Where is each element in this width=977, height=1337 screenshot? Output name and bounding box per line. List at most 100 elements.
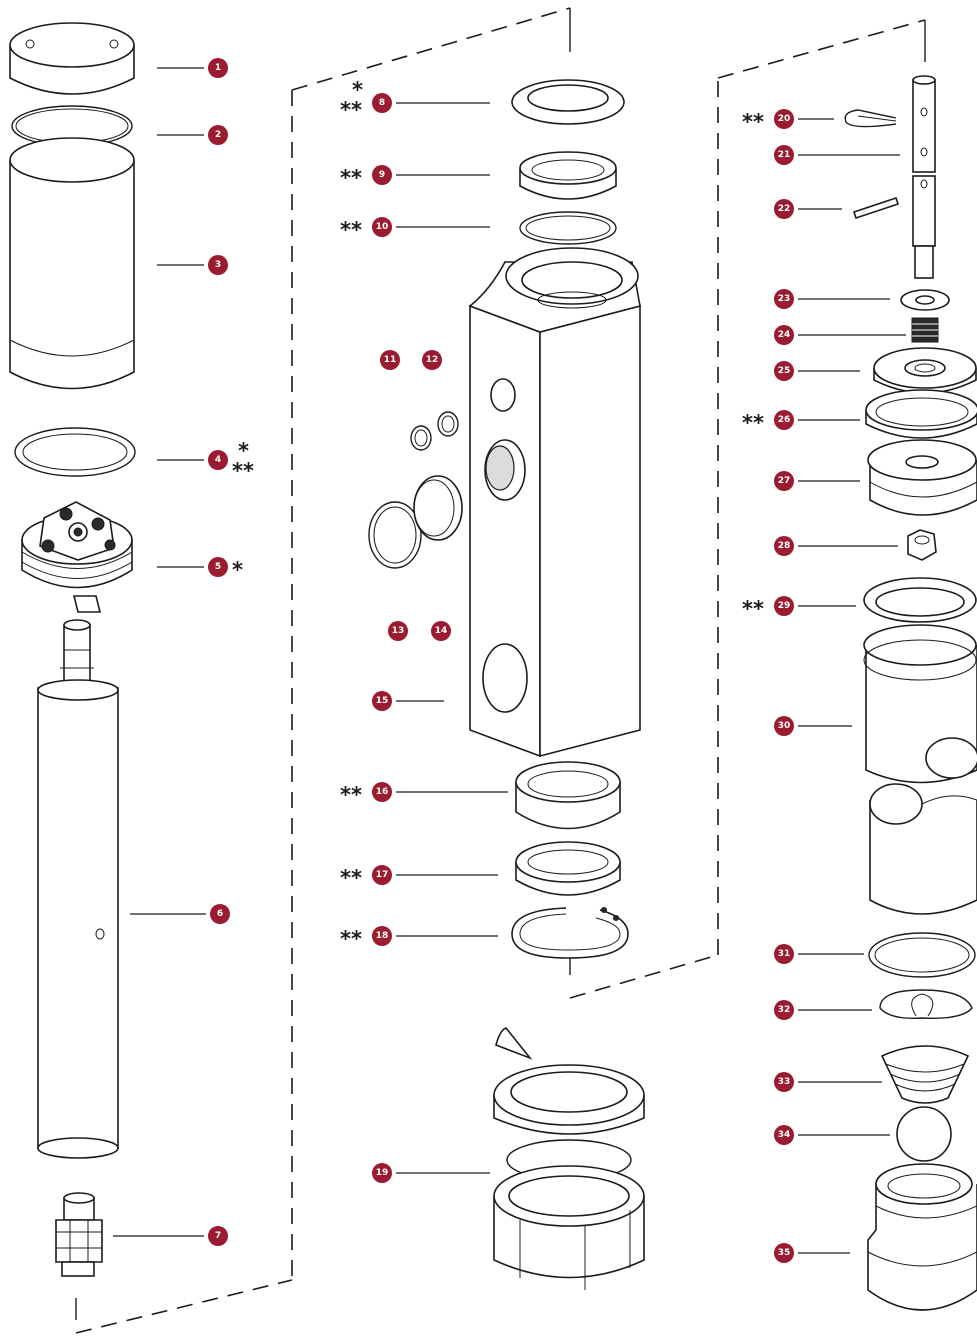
part-19-union-nut xyxy=(493,1027,645,1290)
callout-badge: 4 xyxy=(208,450,228,470)
callout-number: 21 xyxy=(778,150,791,160)
callout-4: 4*** xyxy=(157,439,254,483)
critical-part-marker: ** xyxy=(742,411,764,435)
critical-part-marker: ** xyxy=(340,866,362,890)
callout-19: 19 xyxy=(372,1163,490,1183)
part-23-washer xyxy=(900,289,950,311)
callout-number: 30 xyxy=(778,721,791,731)
part-5-valve-block xyxy=(21,501,133,613)
callout-badge: 6 xyxy=(210,904,230,924)
callout-number: 6 xyxy=(217,909,223,919)
callout-9: 9** xyxy=(340,165,490,190)
callout-badge: 2 xyxy=(208,125,228,145)
callout-11: 11 xyxy=(380,350,400,370)
callout-35: 35 xyxy=(774,1243,850,1263)
callout-badge: 32 xyxy=(774,1000,794,1020)
part-20-cotter-pin xyxy=(844,109,897,128)
part-4-gasket xyxy=(14,427,136,477)
callout-18: 18 ** xyxy=(340,926,498,951)
part-33-cone-spring xyxy=(880,1045,970,1104)
callout-badge: 23 xyxy=(774,289,794,309)
critical-part-marker: ** xyxy=(742,110,764,134)
critical-part-marker: ** xyxy=(340,218,362,242)
critical-part-marker: ** xyxy=(340,783,362,807)
callout-6: 6 xyxy=(130,904,230,924)
callout-number: 27 xyxy=(778,476,791,486)
callout-30: 30 xyxy=(774,716,852,736)
part-28-nut xyxy=(907,529,937,561)
callout-20: 20 ** xyxy=(742,109,834,134)
callout-badge: 5 xyxy=(208,557,228,577)
callout-number: 24 xyxy=(778,330,791,340)
callout-number: 32 xyxy=(778,1005,791,1015)
callout-15: 15 xyxy=(372,691,444,711)
part-25-valve-seat xyxy=(873,347,977,394)
callout-32: 32 xyxy=(774,1000,872,1020)
callout-badge: 28 xyxy=(774,536,794,556)
part-31-o-ring xyxy=(868,932,976,978)
callout-number: 20 xyxy=(778,114,791,124)
callout-number: 7 xyxy=(215,1231,221,1241)
callout-28: 28 xyxy=(774,536,898,556)
callout-number: 15 xyxy=(376,696,389,706)
callout-8: 8*** xyxy=(340,78,490,122)
critical-part-marker: ** xyxy=(340,98,362,122)
critical-part-marker: ** xyxy=(340,927,362,951)
callout-badge: 15 xyxy=(372,691,392,711)
part-17-seal xyxy=(515,841,621,896)
callout-number: 12 xyxy=(426,355,439,365)
callout-number: 1 xyxy=(215,63,221,73)
callout-number: 22 xyxy=(778,204,791,214)
callout-number: 35 xyxy=(778,1248,791,1258)
callout-33: 33 xyxy=(774,1072,882,1092)
part-24-spring xyxy=(911,317,939,343)
part-29-gasket xyxy=(863,577,977,623)
callout-badge: 13 xyxy=(388,621,408,641)
callout-number: 33 xyxy=(778,1077,791,1087)
callout-13: 13 xyxy=(388,621,408,641)
callout-14: 14 xyxy=(431,621,451,641)
callout-badge: 18 xyxy=(372,926,392,946)
callout-badge: 21 xyxy=(774,145,794,165)
callout-23: 23 xyxy=(774,289,890,309)
callout-number: 13 xyxy=(392,626,405,636)
callout-number: 19 xyxy=(376,1168,389,1178)
part-27-piston xyxy=(867,439,977,516)
callout-badge: 31 xyxy=(774,944,794,964)
callout-7: 7 xyxy=(113,1226,228,1246)
callout-3: 3 xyxy=(157,255,228,275)
callout-number: 23 xyxy=(778,294,791,304)
callout-26: 26 ** xyxy=(742,410,860,435)
callout-badge: 26 xyxy=(774,410,794,430)
part-8-washer xyxy=(511,79,625,125)
callout-number: 14 xyxy=(435,626,448,636)
callout-10: 10 ** xyxy=(340,217,490,242)
part-12-small-o-ring xyxy=(437,411,459,437)
callout-29: 29** xyxy=(742,596,856,621)
callout-badge: 17 xyxy=(372,865,392,885)
part-16-bushing xyxy=(515,761,621,830)
part-34-ball xyxy=(896,1106,952,1162)
callout-number: 34 xyxy=(778,1130,791,1140)
part-32-spring-clip xyxy=(879,989,973,1019)
part-14-disc xyxy=(413,475,463,541)
callout-badge: 14 xyxy=(431,621,451,641)
part-26-seal xyxy=(865,389,977,439)
callout-number: 10 xyxy=(376,222,389,232)
callout-25: 25 xyxy=(774,361,860,381)
callout-badge: 25 xyxy=(774,361,794,381)
callout-number: 3 xyxy=(215,260,221,270)
callout-17: 17 ** xyxy=(340,865,498,890)
part-21-pin-upper xyxy=(912,75,936,173)
part-15-pump-body xyxy=(468,247,641,758)
callout-badge: 27 xyxy=(774,471,794,491)
callout-number: 11 xyxy=(384,355,397,365)
callout-number: 17 xyxy=(376,870,389,880)
callout-31: 31 xyxy=(774,944,864,964)
callout-number: 16 xyxy=(376,787,389,797)
callout-badge: 34 xyxy=(774,1125,794,1145)
callout-badge: 10 xyxy=(372,217,392,237)
critical-part-marker: ** xyxy=(232,459,254,483)
